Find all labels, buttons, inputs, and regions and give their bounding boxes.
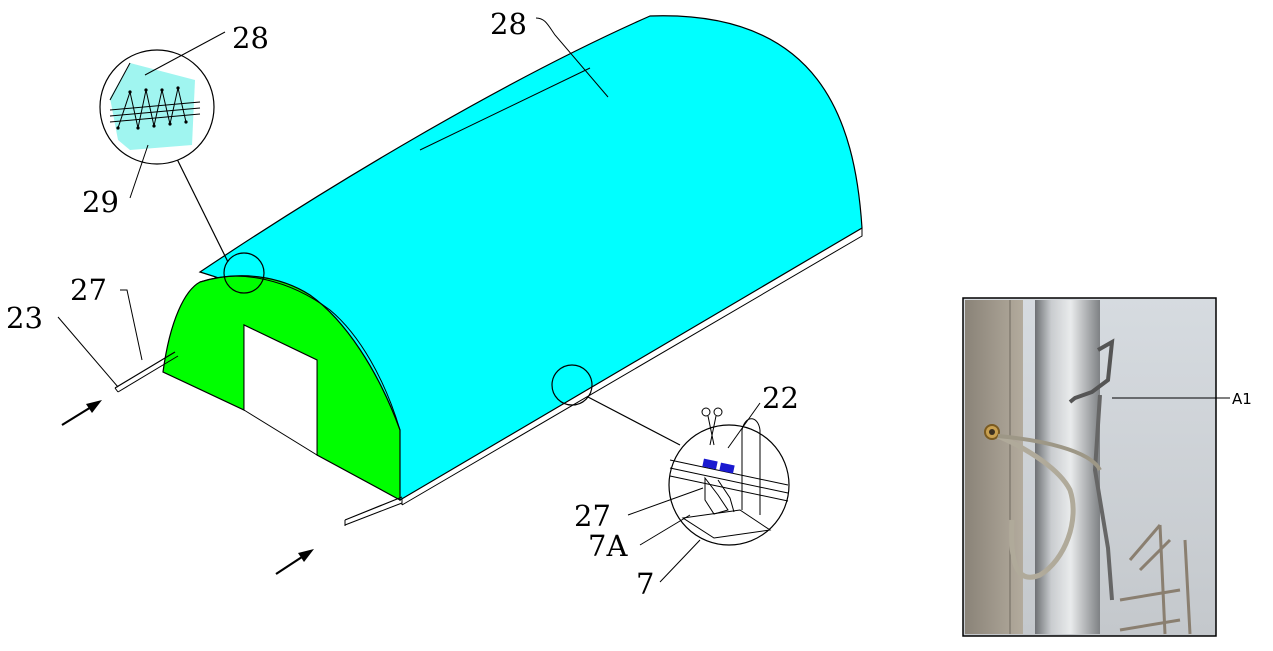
label-7A: 7A [588,529,628,563]
label-27-rod: 27 [70,273,107,307]
rod-bottom [344,496,403,521]
detail-seam [99,31,226,199]
label-23: 23 [6,301,43,335]
label-28-main: 28 [490,7,527,41]
arrow-left [61,400,102,426]
label-29: 29 [82,185,119,219]
detail-clamp [627,402,790,583]
detail-ring-top [223,252,265,294]
photo-pole-clamp [962,297,1217,637]
tent-body [114,15,863,526]
arrow-bottom [275,549,314,575]
door-opening [243,324,318,456]
clamp-blue-left [702,458,718,470]
clamp-blue-right [719,462,735,474]
label-A1: A1 [1232,390,1252,408]
label-22: 22 [762,381,799,415]
label-7: 7 [636,567,654,601]
rod-23 [114,351,176,389]
label-28-detail: 28 [232,21,269,55]
detail-ring-bottom [551,364,593,406]
label-27-detail: 27 [574,499,611,533]
end-wall [162,275,401,502]
scissors-icon [701,407,723,446]
